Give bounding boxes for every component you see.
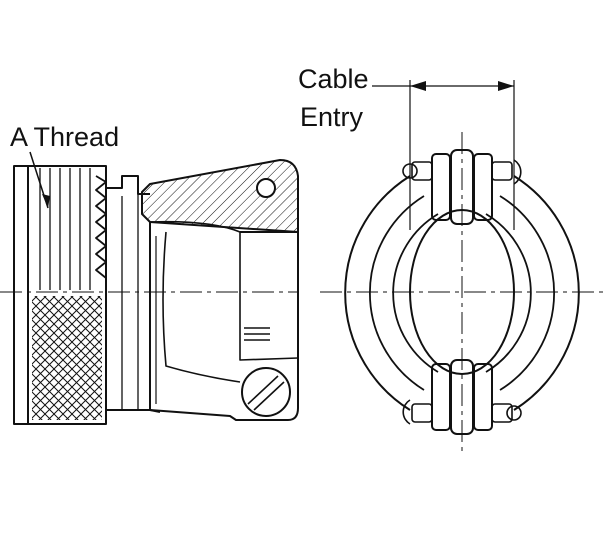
cable-opening [409, 209, 515, 375]
cable-entry-dimension [372, 80, 515, 230]
outer-ring-left [344, 175, 411, 411]
outer-ring-right [513, 175, 580, 411]
side-screw [241, 367, 291, 417]
top-clamp [402, 149, 522, 225]
nut-grooves [39, 168, 91, 290]
knurl-pattern [32, 296, 102, 420]
entry-label: Entry [300, 102, 364, 132]
body-marks [244, 327, 270, 341]
nut-flange [13, 165, 29, 425]
body-section-hatch [141, 159, 299, 233]
coupling-nut [27, 165, 107, 425]
end-view [320, 80, 606, 452]
thread-teeth [95, 175, 107, 279]
cable-label: Cable [298, 64, 369, 94]
a-thread-label: A Thread [10, 122, 120, 152]
bottom-clamp [402, 359, 522, 435]
thread-leader-arrow [42, 194, 50, 208]
side-view [0, 151, 299, 425]
top-screw-hole [256, 178, 276, 198]
